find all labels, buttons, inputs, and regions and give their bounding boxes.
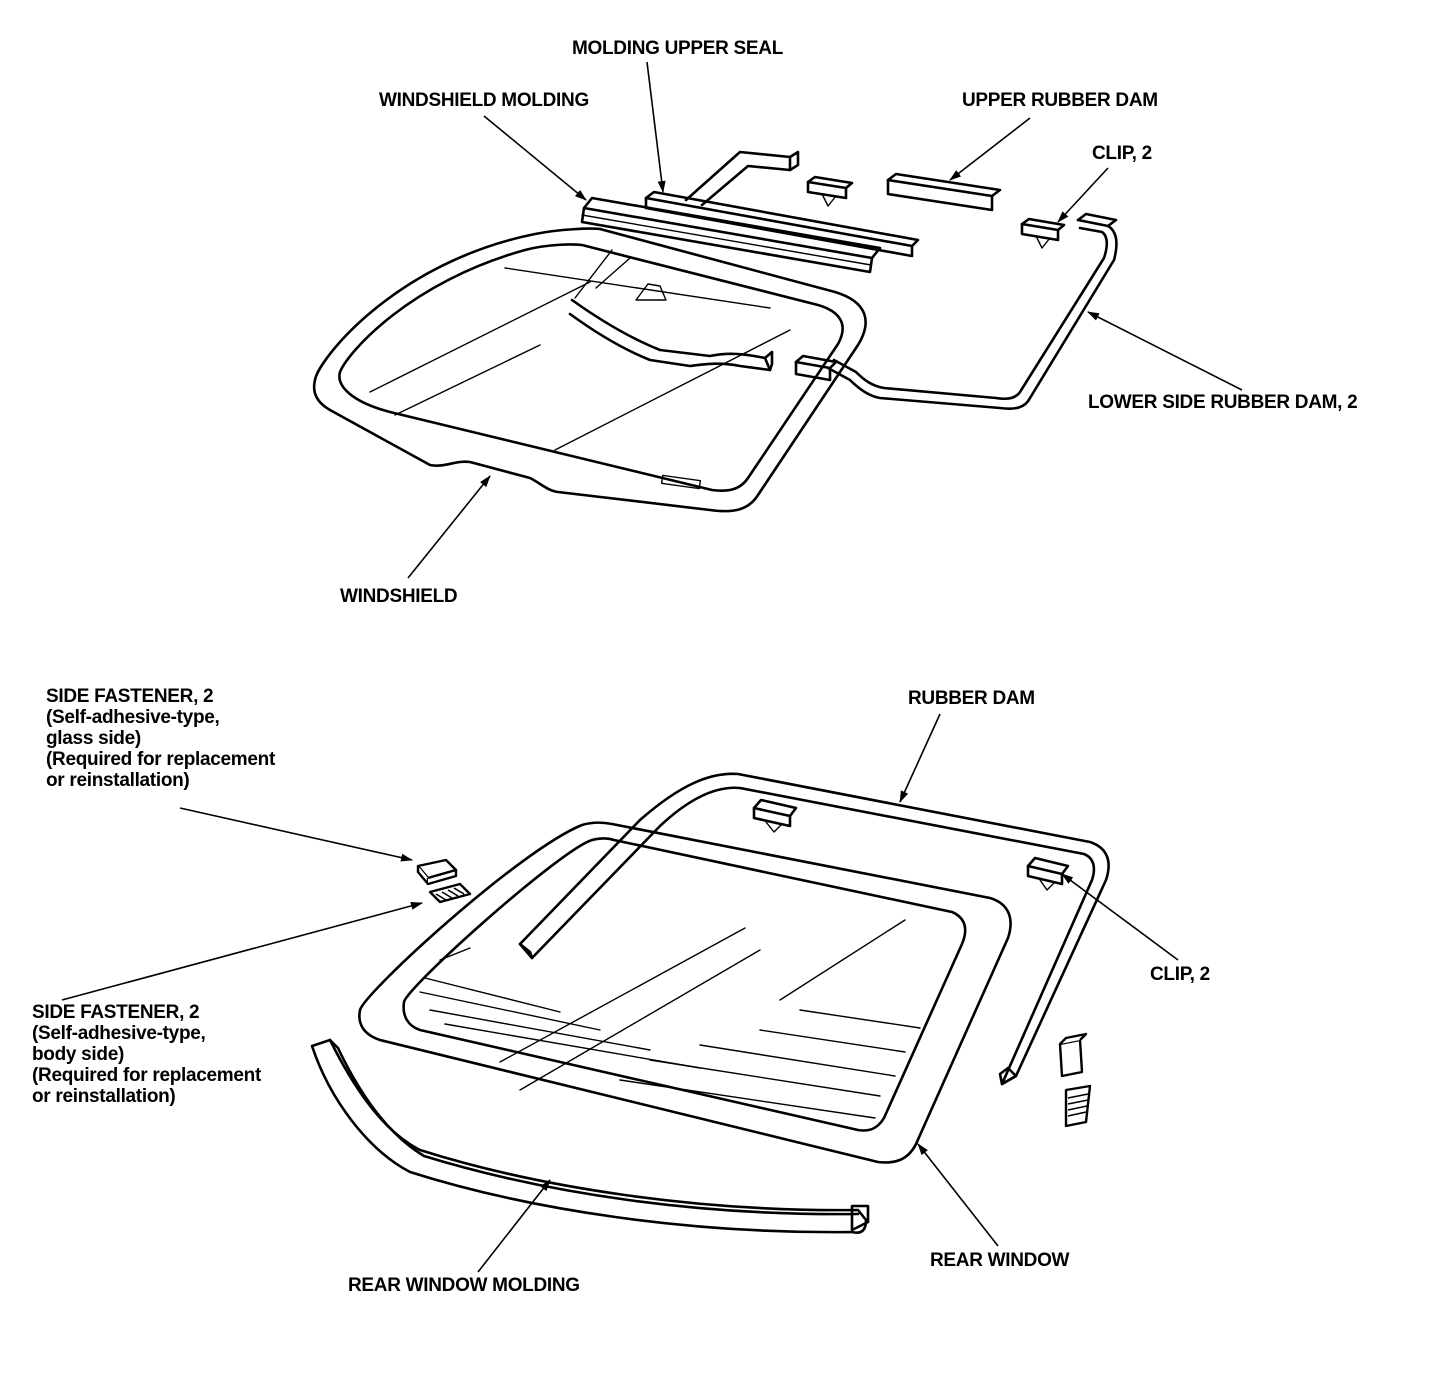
label-upper-rubber-dam: UPPER RUBBER DAM [962,90,1158,111]
side-fastener-body-left [428,882,472,904]
upper-rubber-dam-part [886,172,1002,212]
rubber-dam-part [518,772,1110,1086]
label-molding-upper-seal: MOLDING UPPER SEAL [572,38,784,59]
lower-side-rubber-dam-left [568,298,838,382]
label-rubber-dam: RUBBER DAM [908,688,1035,709]
rear-window-glass [358,821,1012,1164]
clip-bottom-left [752,798,798,833]
rear-window-molding-part [310,1038,870,1234]
side-fastener-glass-line1: SIDE FASTENER, 2 [46,686,214,707]
label-clip-bottom: CLIP, 2 [1150,964,1210,985]
clip-top-right [1020,217,1066,249]
side-fastener-glass-line2: (Self-adhesive-type, [46,707,220,728]
label-rear-window-molding: REAR WINDOW MOLDING [348,1275,580,1296]
label-clip-top: CLIP, 2 [1092,143,1152,164]
windshield-glass [312,227,867,513]
side-fastener-glass-line4: (Required for replacement [46,749,275,770]
side-fastener-body-line1: SIDE FASTENER, 2 [32,1002,200,1023]
molding-upper-seal-part [644,190,920,258]
side-fastener-glass-left [416,858,458,886]
label-lower-side-rubber-dam: LOWER SIDE RUBBER DAM, 2 [1088,392,1358,413]
clip-bottom-right [1026,856,1070,891]
side-fastener-body-line4: (Required for replacement [32,1065,261,1086]
lower-side-rubber-dam-right [826,212,1118,410]
label-side-fastener-glass: SIDE FASTENER, 2 (Self-adhesive-type, gl… [46,686,275,791]
side-fastener-glass-line3: glass side) [46,728,141,749]
label-rear-window: REAR WINDOW [930,1250,1070,1271]
side-fastener-glass-line5: or reinstallation) [46,770,190,791]
side-fastener-body-line5: or reinstallation) [32,1086,176,1107]
side-fastener-body-line3: body side) [32,1044,125,1065]
clip-top-left [806,175,854,207]
side-fastener-glass-right [1058,1032,1088,1078]
side-fastener-body-line2: (Self-adhesive-type, [32,1023,206,1044]
label-windshield-molding: WINDSHIELD MOLDING [379,90,589,111]
side-fastener-body-right [1064,1084,1092,1128]
label-windshield: WINDSHIELD [340,586,458,607]
upper-rubber-dam-left-bend [684,150,800,207]
label-side-fastener-body: SIDE FASTENER, 2 (Self-adhesive-type, bo… [32,1002,261,1107]
